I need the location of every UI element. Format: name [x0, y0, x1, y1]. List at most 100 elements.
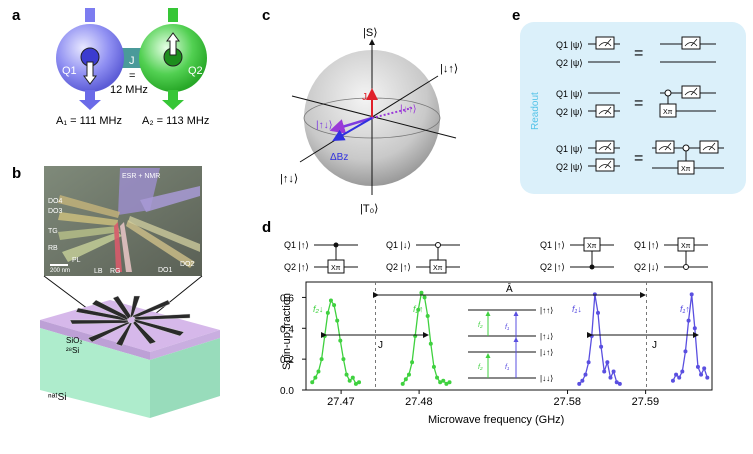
bloch-vec-purple-label: |↓↑⟩	[400, 104, 417, 115]
data-point	[699, 372, 704, 377]
panel-letter-c: c	[262, 7, 270, 24]
data-point	[357, 380, 362, 385]
data-point	[695, 364, 700, 369]
data-point	[353, 381, 358, 386]
x-tick-label: 27.48	[405, 396, 433, 408]
data-point	[605, 360, 610, 365]
chip-side	[150, 338, 220, 418]
x-axis-label: Microwave frequency (GHz)	[428, 414, 564, 426]
circuit2-q1: Q1 |↓⟩	[386, 240, 411, 250]
panel-d-chart: Spin-up fraction Microwave frequency (GH…	[280, 281, 713, 426]
scalebar-label: 200 nm	[50, 268, 70, 274]
data-point	[614, 380, 619, 385]
x-tick-label: 27.47	[327, 396, 355, 408]
y-tick-label: 0.2	[280, 355, 294, 366]
row2-eq: =	[634, 95, 643, 112]
circuit1-q2: Q2 |↑⟩	[284, 262, 309, 272]
data-point	[316, 369, 321, 374]
j-label-2: J	[652, 340, 657, 351]
peak-label-f2down: f₂↓	[313, 304, 323, 314]
gate-label: Xπ	[331, 265, 341, 272]
data-point	[438, 380, 443, 385]
row2-q2: Q2 |ψ⟩	[556, 107, 583, 117]
readout-label: Readout	[530, 92, 541, 130]
circuit2-q2: Q2 |↑⟩	[386, 262, 411, 272]
data-point	[705, 375, 710, 380]
control-open-icon	[683, 264, 689, 270]
data-point	[577, 381, 582, 386]
layer-natsi: ⁿᵃᵗSi	[48, 392, 66, 403]
bloch-vec-blue-label: |↑↓⟩	[316, 120, 333, 131]
data-point	[341, 357, 346, 362]
y-axis-label: Spin-up fraction	[281, 293, 293, 370]
data-point	[344, 372, 349, 377]
data-point	[310, 380, 315, 385]
bloch-j-label: J	[362, 92, 367, 103]
data-point	[580, 378, 585, 383]
circuit-1: Q1 |↑⟩ Q2 |↑⟩ Xπ	[284, 240, 358, 274]
data-point	[319, 357, 324, 362]
peak-label-f1up: f₁↑	[680, 304, 690, 314]
data-point	[692, 326, 697, 331]
readout-row-3: Q1 |ψ⟩ Q2 |ψ⟩ = Xπ	[556, 140, 724, 175]
meter-icon	[699, 140, 719, 154]
scalebar	[50, 264, 68, 266]
data-point	[416, 307, 421, 312]
data-point	[403, 377, 408, 382]
data-point	[425, 313, 430, 318]
chip-front	[40, 328, 150, 418]
spin-down-arrow-icon	[83, 61, 97, 85]
data-point	[313, 375, 318, 380]
energy-level-diagram: |↑↑⟩ |↑↓⟩ |↓↑⟩ |↓↓⟩ f₂ f₂ f₁ f₁	[468, 306, 553, 383]
data-point	[592, 292, 597, 297]
sem-label-pl: PL	[72, 257, 81, 264]
level-arrow-f1-up: f₁	[505, 324, 510, 331]
bloch-bottom-label: |T₀⟩	[360, 203, 378, 215]
meter-icon	[655, 140, 675, 154]
row3-q1: Q1 |ψ⟩	[556, 144, 583, 154]
sem-label-rg: RG	[110, 268, 121, 275]
x-pi-gate	[659, 103, 677, 118]
control-open-icon	[664, 89, 672, 97]
panel-letter-b: b	[12, 165, 21, 182]
data-point	[670, 378, 675, 383]
data-point	[338, 338, 343, 343]
y-tick-label: 0.6	[280, 293, 294, 304]
data-point	[406, 372, 411, 377]
meter-icon	[595, 104, 615, 118]
peak-label-f1down: f₁↓	[572, 304, 582, 314]
readout-row-1: Q1 |ψ⟩ Q2 |ψ⟩ =	[556, 36, 716, 68]
row1-q1: Q1 |ψ⟩	[556, 40, 583, 50]
row2-q1: Q1 |ψ⟩	[556, 89, 583, 99]
data-point	[583, 372, 588, 377]
data-point	[428, 341, 433, 346]
row1-eq: =	[634, 45, 643, 62]
circuit-3: Q1 |↑⟩ Q2 |↑⟩ Xπ	[540, 237, 614, 272]
data-point	[431, 364, 436, 369]
data-point	[674, 372, 679, 377]
data-point	[444, 381, 449, 386]
meter-icon	[681, 36, 701, 50]
data-point	[400, 381, 405, 386]
qubit2-label: Q2	[188, 65, 203, 77]
panel-d-circuits: Q1 |↑⟩ Q2 |↑⟩ Xπ Q1 |↓⟩ Q2 |↑⟩ Xπ Q1 |↑⟩…	[284, 237, 708, 274]
meter-icon	[681, 85, 701, 99]
hyperfine-a1: A₁ = 111 MHz	[56, 115, 122, 127]
data-point	[677, 375, 682, 380]
circuit4-q2: Q2 |↓⟩	[634, 262, 659, 272]
row1-q2: Q2 |ψ⟩	[556, 58, 583, 68]
data-point	[595, 310, 600, 315]
panel-letter-d: d	[262, 219, 271, 236]
data-point	[328, 298, 333, 303]
meter-icon	[595, 140, 615, 154]
x-pi-gate	[429, 259, 447, 274]
layer-sio2: SiO₂	[66, 336, 82, 345]
data-point	[689, 292, 694, 297]
level-dd: |↓↓⟩	[540, 374, 553, 383]
level-arrow-f1-down: f₁	[505, 364, 510, 371]
data-point	[686, 318, 691, 323]
j-label-1: J	[378, 340, 383, 351]
sem-label-do2: DO2	[180, 261, 195, 268]
x-tick-label: 27.59	[632, 396, 660, 408]
